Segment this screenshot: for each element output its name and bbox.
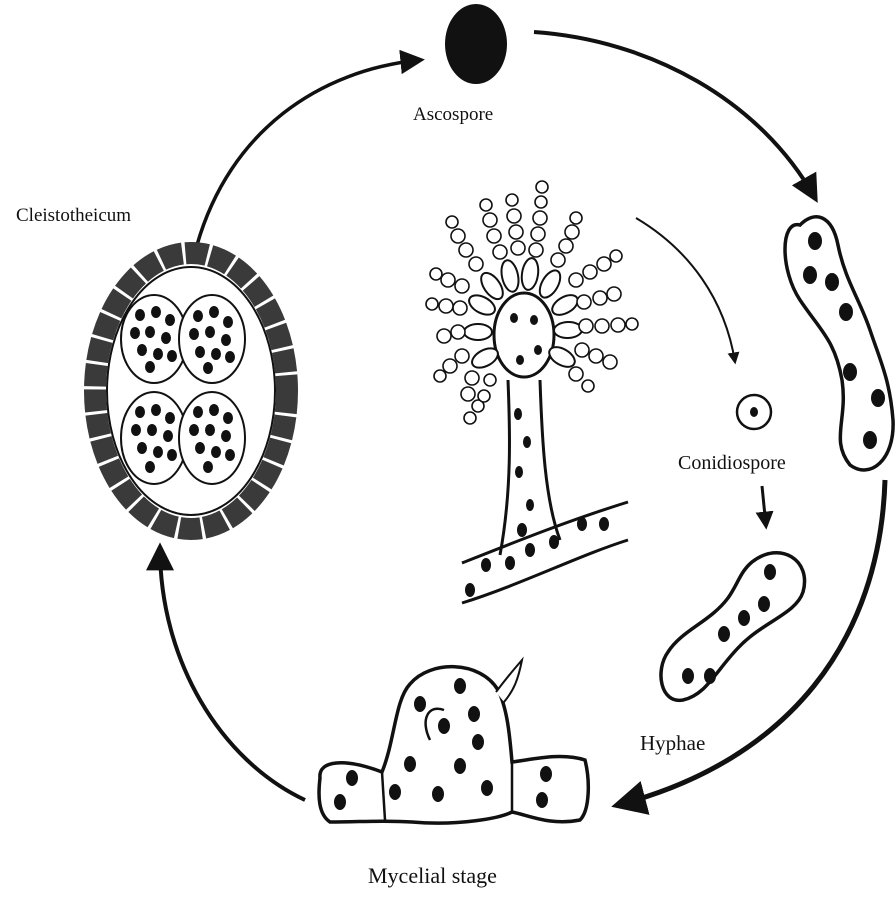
label-mycelial-stage: Mycelial stage: [368, 863, 497, 889]
arrow-conidiospore-to-hyphae: [762, 486, 766, 526]
conidiophore: [426, 181, 638, 603]
arrow-ascospore-to-hypha: [534, 32, 815, 198]
arrow-cleistothecium-to-ascospore: [197, 60, 420, 245]
label-cleistothecium: Cleistotheicum: [16, 205, 131, 227]
label-hyphae: Hyphae: [640, 731, 705, 756]
arrow-mycelium-to-cleistothecium: [160, 548, 305, 800]
label-conidiospore: Conidiospore: [678, 452, 786, 475]
ascospore-cell: [445, 4, 507, 84]
germ-hypha: [785, 217, 893, 470]
label-ascospore: Ascospore: [413, 104, 493, 126]
arrow-hypha-to-mycelium: [618, 480, 885, 805]
conidiospore-cell: [737, 395, 771, 429]
arrow-conidiophore-to-conidiospore: [636, 218, 735, 362]
cleistothecium: [95, 253, 287, 529]
mycelium: [319, 660, 588, 823]
hyphae-cell: [661, 553, 805, 701]
